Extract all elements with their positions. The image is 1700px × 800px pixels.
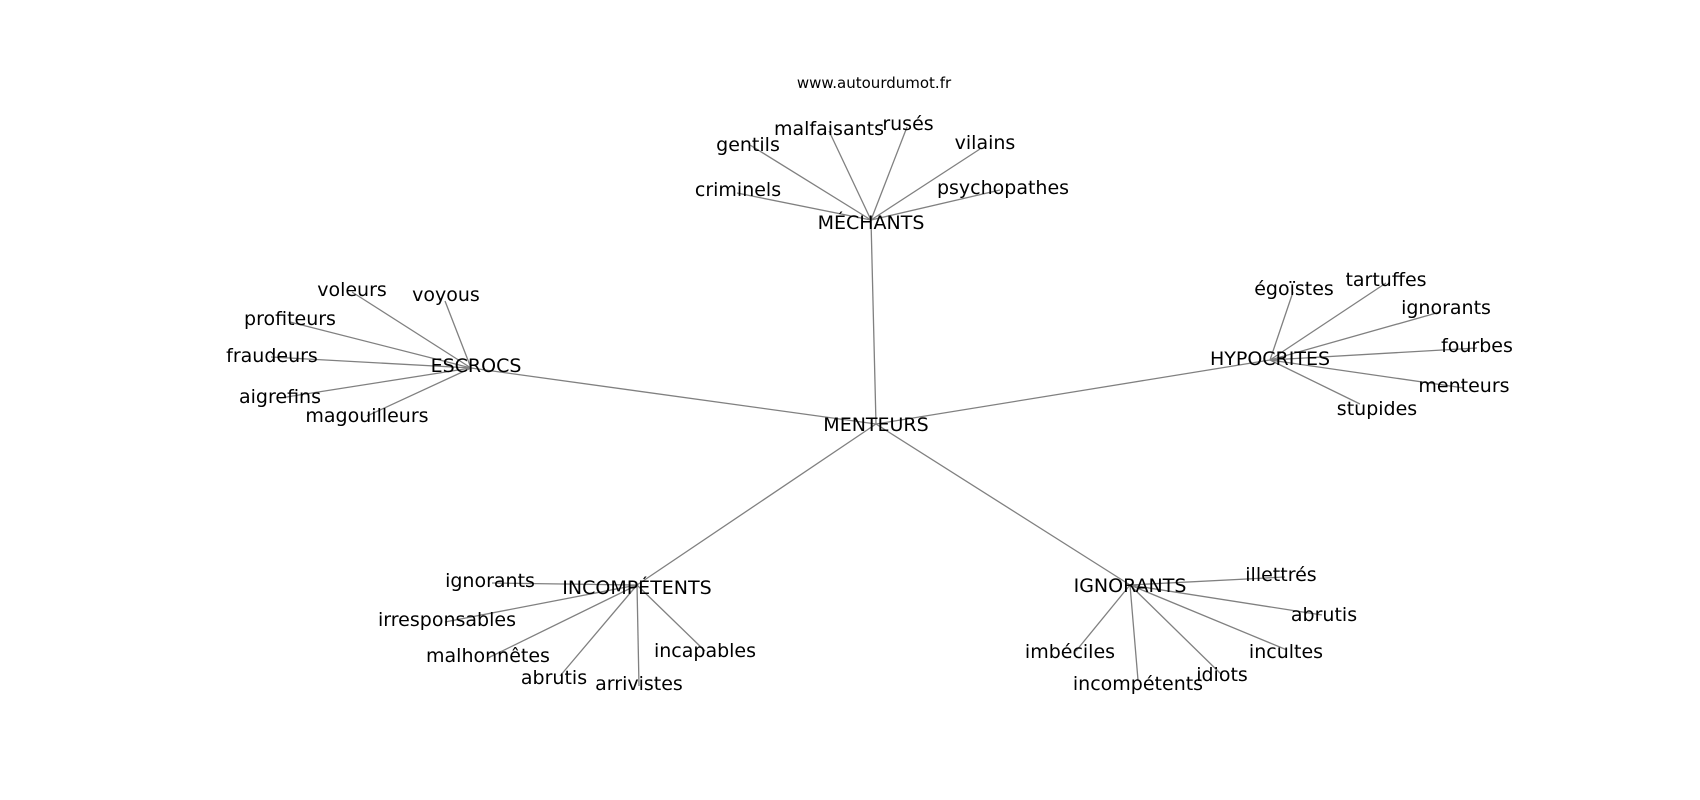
leaf-label-ignorants-2: incultes xyxy=(1249,641,1323,663)
leaf-label-escrocs-5: magouilleurs xyxy=(305,405,428,427)
edge-escrocs-5 xyxy=(366,367,472,417)
edge-ignorants-5 xyxy=(1075,584,1131,652)
leaf-label-incompetents-3: abrutis xyxy=(521,667,587,689)
edge-hypocrites-1 xyxy=(1269,282,1387,361)
edge-root-escrocs xyxy=(470,367,877,425)
graph-edges xyxy=(270,126,1478,687)
edge-mechants-1 xyxy=(749,144,872,221)
edge-escrocs-0 xyxy=(351,291,472,369)
hub-label-mechants: MÉCHANTS xyxy=(818,211,925,234)
graph-labels: MENTEURS MÉCHANTS criminels gentilsmalfaisa… xyxy=(226,113,1513,695)
leaf-label-escrocs-2: profiteurs xyxy=(244,308,336,330)
edge-incompetents-4 xyxy=(636,584,640,687)
leaf-label-incompetents-0: ignorants xyxy=(445,570,535,592)
edge-ignorants-4 xyxy=(1129,584,1139,681)
edge-hypocrites-3 xyxy=(1269,347,1478,361)
leaf-label-mechants-3: rusés xyxy=(882,113,933,135)
leaf-label-incompetents-2: malhonnêtes xyxy=(426,645,550,667)
edge-root-incompetents xyxy=(636,423,877,586)
hub-label-ignorants: IGNORANTS xyxy=(1074,575,1187,597)
leaf-label-mechants-4: vilains xyxy=(955,132,1016,154)
edge-escrocs-2 xyxy=(289,321,472,369)
leaf-label-mechants-0: criminels xyxy=(695,179,781,201)
leaf-label-escrocs-1: voyous xyxy=(412,284,480,306)
leaf-label-ignorants-4: incompétents xyxy=(1073,673,1203,695)
edge-escrocs-3 xyxy=(270,356,472,369)
leaf-label-ignorants-3: idiots xyxy=(1196,664,1248,686)
edge-ignorants-0 xyxy=(1129,576,1286,586)
edge-root-mechants xyxy=(870,219,877,425)
edge-escrocs-4 xyxy=(279,367,472,399)
leaf-label-hypocrites-1: tartuffes xyxy=(1345,269,1426,291)
leaf-label-ignorants-0: illettrés xyxy=(1245,564,1316,586)
edge-hypocrites-5 xyxy=(1269,359,1361,405)
leaf-label-escrocs-4: aigrefins xyxy=(239,386,321,408)
edge-mechants-4 xyxy=(870,148,981,221)
edge-ignorants-3 xyxy=(1129,584,1223,676)
edge-escrocs-1 xyxy=(444,300,472,369)
hub-label-hypocrites: HYPOCRITES xyxy=(1210,348,1330,370)
leaf-label-escrocs-3: fraudeurs xyxy=(226,345,318,367)
leaf-label-mechants-5: psychopathes xyxy=(937,177,1069,199)
edge-hypocrites-4 xyxy=(1269,359,1465,389)
edge-mechants-0 xyxy=(736,192,872,221)
leaf-label-hypocrites-4: menteurs xyxy=(1418,375,1509,397)
leaf-label-mechants-1: gentils xyxy=(716,134,780,156)
hub-label-incompetents: INCOMPÉTENTS xyxy=(562,576,711,599)
edge-mechants-5 xyxy=(870,189,1001,221)
leaf-label-incompetents-1: irresponsables xyxy=(378,609,516,631)
edge-incompetents-1 xyxy=(444,584,638,623)
hub-label-escrocs: ESCROCS xyxy=(431,355,522,377)
leaf-label-mechants-2: malfaisants xyxy=(774,118,884,140)
edge-incompetents-2 xyxy=(487,584,638,659)
edge-incompetents-0 xyxy=(491,582,638,586)
leaf-label-ignorants-1: abrutis xyxy=(1291,604,1357,626)
edge-ignorants-2 xyxy=(1129,584,1288,651)
leaf-label-hypocrites-2: ignorants xyxy=(1401,297,1491,319)
edge-incompetents-3 xyxy=(559,584,638,677)
leaf-label-hypocrites-3: fourbes xyxy=(1441,335,1513,357)
leaf-label-ignorants-5: imbéciles xyxy=(1025,641,1115,663)
edge-root-hypocrites xyxy=(875,359,1271,425)
edge-incompetents-5 xyxy=(636,584,706,652)
edge-ignorants-1 xyxy=(1129,584,1323,616)
website-credit: www.autourdumot.fr xyxy=(797,74,952,92)
edge-mechants-3 xyxy=(870,126,908,221)
edge-root-ignorants xyxy=(875,423,1131,586)
root-node-label: MENTEURS xyxy=(823,414,928,436)
leaf-label-escrocs-0: voleurs xyxy=(317,279,387,301)
leaf-label-incompetents-5: incapables xyxy=(654,640,756,662)
leaf-label-hypocrites-0: égoïstes xyxy=(1254,278,1334,300)
leaf-label-hypocrites-5: stupides xyxy=(1337,398,1417,420)
edge-mechants-2 xyxy=(828,130,872,221)
edge-hypocrites-2 xyxy=(1269,311,1441,361)
edge-hypocrites-0 xyxy=(1269,291,1294,361)
leaf-label-incompetents-4: arrivistes xyxy=(595,673,683,695)
